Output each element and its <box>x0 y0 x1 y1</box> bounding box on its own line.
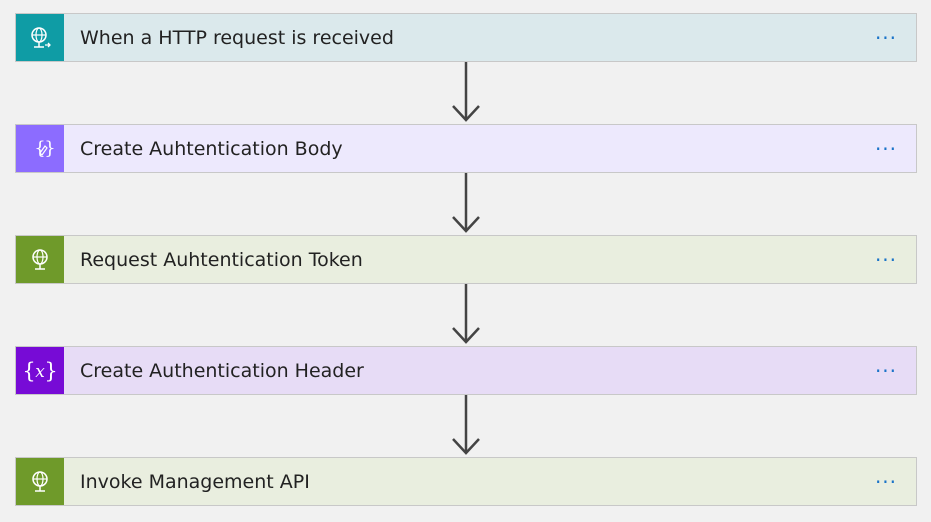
svg-text:{: { <box>23 359 36 383</box>
svg-text:x: x <box>35 362 45 382</box>
arrow-down-icon <box>452 173 480 233</box>
more-options-button[interactable]: ··· <box>874 25 898 50</box>
arrow-down-icon <box>452 395 480 455</box>
arrow-down-icon <box>452 62 480 122</box>
flow-step-request-auth-token[interactable]: Request Auhtentication Token ··· <box>15 235 917 284</box>
compose-icon: { } <box>16 125 64 172</box>
step-label: When a HTTP request is received <box>80 26 394 49</box>
more-options-button[interactable]: ··· <box>874 136 898 161</box>
step-label: Create Auhtentication Body <box>80 137 343 160</box>
more-options-button[interactable]: ··· <box>874 358 898 383</box>
more-options-button[interactable]: ··· <box>874 469 898 494</box>
more-options-button[interactable]: ··· <box>874 247 898 272</box>
step-label: Request Auhtentication Token <box>80 248 363 271</box>
step-label: Create Authentication Header <box>80 359 364 382</box>
svg-text:}: } <box>44 138 54 159</box>
flow-step-create-auth-header[interactable]: { x } Create Authentication Header ··· <box>15 346 917 395</box>
svg-text:{: { <box>34 138 45 159</box>
http-globe-icon <box>16 236 64 283</box>
http-globe-icon <box>16 458 64 505</box>
arrow-down-icon <box>452 284 480 344</box>
svg-text:}: } <box>44 359 57 383</box>
flow-step-invoke-management-api[interactable]: Invoke Management API ··· <box>15 457 917 506</box>
step-label: Invoke Management API <box>80 470 310 493</box>
flow-step-create-auth-body[interactable]: { } Create Auhtentication Body ··· <box>15 124 917 173</box>
http-request-trigger-icon <box>16 14 64 61</box>
variable-icon: { x } <box>16 347 64 394</box>
flow-step-http-trigger[interactable]: When a HTTP request is received ··· <box>15 13 917 62</box>
